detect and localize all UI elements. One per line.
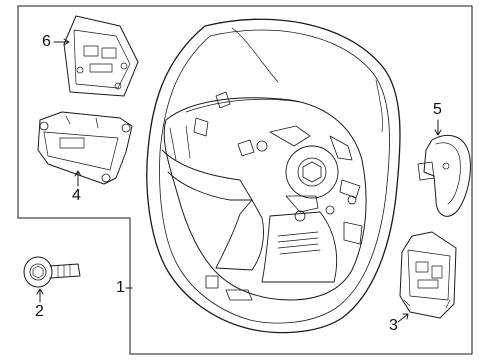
callout-part-5: 5 [433, 101, 442, 118]
bolt-icon [23, 256, 81, 288]
leader-4 [74, 170, 82, 187]
callout-part-6: 6 [42, 33, 51, 50]
leader-5 [434, 119, 442, 136]
callout-part-1: 1 [116, 279, 125, 296]
control-module-icon [399, 231, 457, 319]
leader-2 [36, 288, 44, 303]
callout-part-2: 2 [35, 303, 44, 320]
steering-wheel-icon [146, 18, 401, 334]
callout-part-4: 4 [72, 187, 81, 204]
leader-3 [397, 313, 409, 323]
boundary-outline [17, 5, 473, 355]
callout-part-3: 3 [389, 317, 398, 334]
left-switch-icon [37, 111, 133, 185]
paddle-shifter-icon [417, 134, 471, 217]
rear-cover-icon [63, 15, 139, 97]
leader-6 [53, 38, 70, 46]
